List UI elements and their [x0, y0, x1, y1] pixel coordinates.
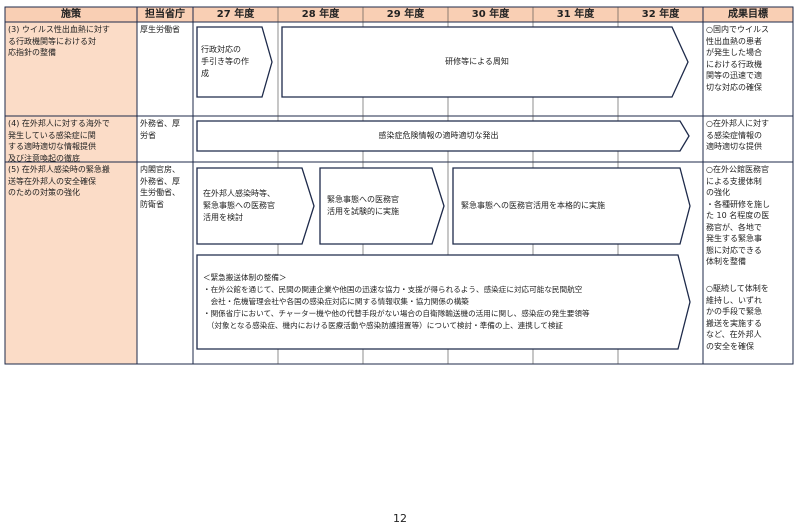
row3-measure: (5) 在外邦人感染時の緊急搬 送等在外邦人の安全確保 のための対策の強化	[8, 165, 110, 197]
row2-arrow-label: 感染症危険情報の適時適切な発出	[378, 131, 499, 140]
arrow-row3-a	[196, 167, 315, 245]
measure-fill-row3	[5, 162, 137, 364]
arrow-row2-a	[196, 120, 690, 152]
measure-fill-row1	[5, 22, 137, 116]
header-ministry: 担当省庁	[145, 9, 185, 20]
header-year-29: 29 年度	[386, 9, 425, 20]
row2-goal: ○在外邦人に対す る感染症情報の 適時適切な提供	[706, 119, 769, 151]
row1-goal: ○国内でウイルス 性出血熱の患者 が発生した場合 における行政機 関等の迅速で適…	[706, 25, 769, 92]
header-fill-ministry	[137, 7, 193, 22]
arrow-row3-plan	[196, 254, 691, 350]
row3-arrow-b-label: 緊急事態への医務官 活用を試験的に実施	[327, 195, 399, 216]
row2-ministry: 外務省、厚 労省	[140, 119, 180, 140]
header-year-28: 28 年度	[301, 9, 340, 20]
row1-arrow-b-label: 研修等による周知	[445, 57, 509, 66]
header-year-27: 27 年度	[216, 9, 255, 20]
row3-plan-text: ＜緊急搬送体制の整備＞ ・在外公館を通じて、民間の関連企業や他国の迅速な協力・支…	[203, 273, 590, 330]
row3-arrow-c-label: 緊急事態への医務官活用を本格的に実施	[461, 201, 605, 210]
row1-measure: (3) ウイルス性出血熱に対す る行政機関等における対 応指針の整備	[8, 25, 110, 57]
row3-ministry: 内閣官房、 外務省、厚 生労働省、 防衛省	[140, 165, 180, 209]
arrow-row1-a	[196, 26, 273, 98]
page-number: 12	[393, 512, 407, 525]
row2-measure: (4) 在外邦人に対する海外で 発生している感染症に関 する適時適切な情報提供 …	[8, 119, 110, 163]
arrow-row1-b	[281, 26, 689, 98]
row3-goal-1: ○在外公館医務官 による支援体制 の強化 ・各種研修を施し た 10 名程度の医…	[706, 165, 770, 266]
measure-fill-row2	[5, 116, 137, 162]
header-measure: 施策	[61, 9, 81, 20]
header-year-32: 32 年度	[641, 9, 680, 20]
row3-arrow-a-label: 在外邦人感染時等、 緊急事態への医務官 活用を検討	[203, 189, 275, 222]
header-fill-measure	[5, 7, 137, 22]
header-year-30: 30 年度	[471, 9, 510, 20]
header-goal: 成果目標	[728, 9, 768, 20]
row3-goal-2: ○駆続して体制を 維持し、いずれ かの手段で緊急 搬送を実施する など、在外邦人…	[706, 284, 769, 351]
arrow-row3-c	[452, 167, 691, 245]
header-year-31: 31 年度	[556, 9, 595, 20]
row1-ministry: 厚生労働省	[140, 25, 180, 34]
arrow-row3-b	[319, 167, 445, 245]
row1-arrow-a-label: 行政対応の 手引き等の作 成	[201, 45, 249, 78]
header-fill-goal	[703, 7, 793, 22]
